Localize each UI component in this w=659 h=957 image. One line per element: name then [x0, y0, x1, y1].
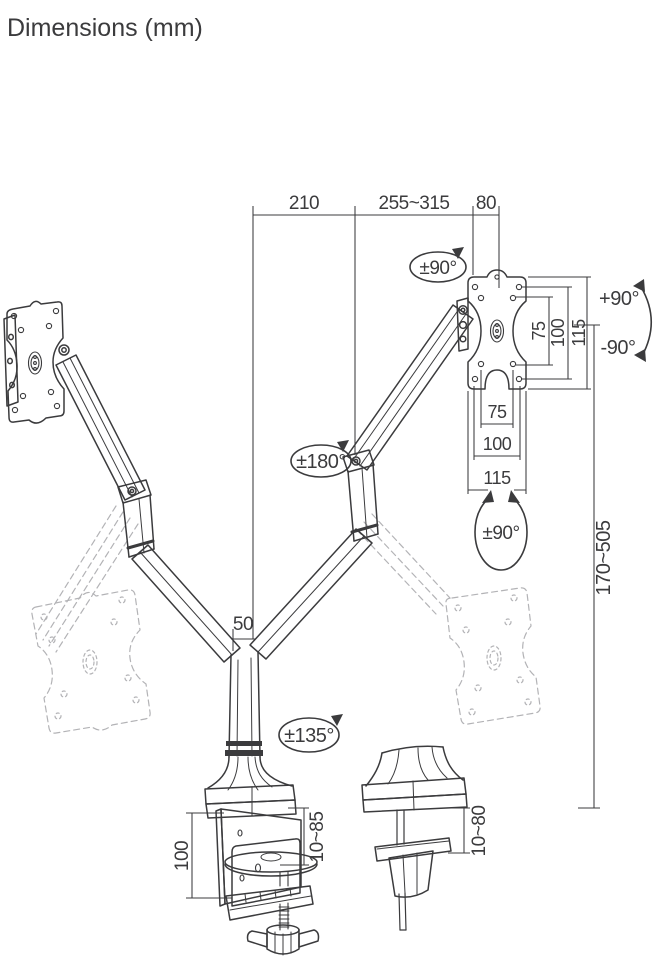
ghost-motion-range: [31, 505, 541, 734]
dim-label-height-range: 170~505: [593, 520, 615, 595]
dim-label-vesa-v-100: 100: [548, 318, 568, 347]
dim-label-vesa-h-115: 115: [483, 468, 511, 488]
angle-label-arm-swivel: ±180°: [296, 451, 346, 473]
right-lower-link: [249, 528, 373, 660]
dim-label-clamp-10-85: 10~85: [307, 812, 328, 863]
angle-label-base-swivel: ±135°: [284, 725, 334, 747]
clamp-slider-plate: [231, 838, 301, 907]
dim-clamp-height: [186, 812, 232, 899]
grommet-nut: [388, 850, 434, 898]
dim-clamp-range: [280, 807, 309, 866]
center-pole: [225, 651, 263, 758]
dim-top-widths: [252, 206, 500, 639]
mount-line-art: [3, 269, 527, 956]
clamp-bottom-arm: [225, 885, 314, 921]
angle-label-tilt-up: +90°: [599, 288, 639, 310]
rotation-symbols: [278, 247, 652, 753]
right-upper-arm: [346, 304, 474, 471]
ghost-right-arm: [356, 513, 451, 615]
dim-grommet-range: [444, 807, 470, 854]
dim-vesa-horizontal: [467, 370, 527, 494]
base-swivel-symbol: [278, 714, 343, 753]
dim-label-50: 50: [233, 614, 253, 635]
dim-height-range: [574, 324, 600, 809]
dim-vesa-vertical: [516, 276, 591, 390]
grommet-mount: [361, 745, 468, 931]
right-elbow-joint: [342, 449, 379, 542]
dim-label-vesa-h-75: 75: [487, 402, 507, 422]
screen-rotate-symbol: [474, 487, 528, 571]
clamp-wing-knob: [246, 924, 320, 956]
angle-label-screen-rotate: ±90°: [482, 523, 519, 544]
left-elbow-joint: [117, 479, 155, 558]
head-swivel-symbol: [409, 247, 467, 283]
clamp-screw: [278, 902, 290, 931]
dim-pole-width: [232, 629, 255, 651]
base-flare: [204, 756, 297, 819]
right-plate-hinge-bracket: [456, 297, 469, 352]
labels: Dimensions (mm) 210 255~315 80 75 100 11…: [7, 14, 639, 871]
angle-label-tilt-down: -90°: [601, 337, 636, 359]
dim-label-80: 80: [476, 193, 496, 214]
dim-label-clamp-100: 100: [172, 841, 193, 871]
left-lower-link: [131, 544, 241, 663]
dim-label-vesa-v-115: 115: [569, 319, 589, 347]
desk-clamp: [215, 808, 320, 956]
dim-label-255-315: 255~315: [379, 193, 450, 214]
page-title: Dimensions (mm): [7, 14, 203, 42]
clamp-pad-disc: [224, 851, 318, 873]
left-upper-arm: [55, 354, 146, 501]
tilt-arrow: [633, 279, 652, 362]
arm-swivel-symbol: [290, 440, 352, 478]
right-vesa-plate: [456, 269, 527, 390]
dim-label-210: 210: [289, 193, 319, 214]
ghost-left-arm: [35, 505, 139, 653]
ghost-right-vesa-plate: [445, 587, 541, 725]
left-vesa-plate: [6, 300, 70, 424]
dimension-lines: [186, 206, 600, 899]
dim-label-vesa-h-100: 100: [483, 434, 512, 454]
dim-label-vesa-v-75: 75: [529, 321, 549, 341]
ghost-left-vesa-plate: [31, 589, 151, 734]
grommet-crossbar: [374, 837, 452, 862]
dim-label-grommet-10-80: 10~80: [469, 806, 490, 857]
angle-label-head-swivel: ±90°: [419, 258, 456, 279]
left-plate-hinge: [58, 344, 70, 356]
